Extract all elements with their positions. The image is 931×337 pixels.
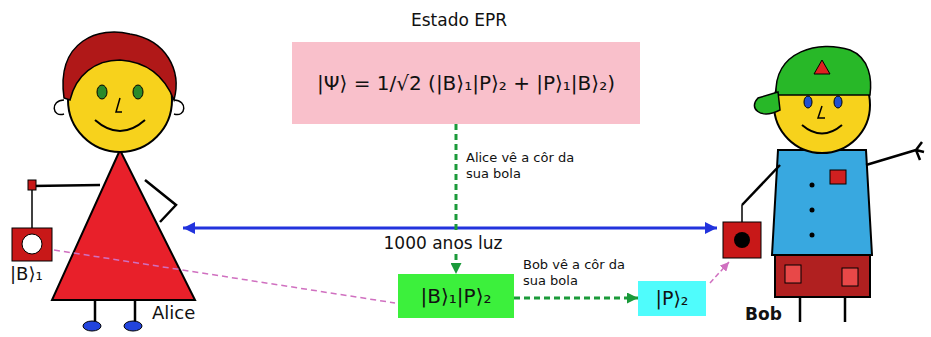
- person-name: Bob: [745, 304, 782, 324]
- bob-shorts: [775, 255, 870, 297]
- distance-arrow: [183, 227, 717, 230]
- bob-smile: [802, 125, 842, 134]
- alice-eye: [133, 85, 143, 99]
- bob-eye: [834, 96, 842, 108]
- alice-nose: [116, 98, 122, 112]
- person-name: Alice: [152, 302, 195, 324]
- bob-patch: [842, 268, 858, 286]
- black-ball: [734, 232, 750, 248]
- alice-eye: [97, 85, 107, 99]
- state-text: |P⟩₂: [656, 287, 689, 310]
- bob-arm: [866, 142, 924, 165]
- state-text: |B⟩₁|P⟩₂: [421, 284, 492, 308]
- bob-button: [810, 208, 815, 213]
- bob-cap-brim: [754, 92, 780, 114]
- bob-button: [810, 183, 815, 188]
- bob-pocket: [830, 170, 846, 184]
- white-ball: [22, 234, 42, 254]
- state-box: |B⟩₁|P⟩₂: [398, 274, 514, 318]
- bob-leg: [799, 297, 802, 322]
- alice-leg: [134, 300, 137, 322]
- leader-arrow: [710, 262, 729, 283]
- alice-leg: [94, 300, 97, 322]
- alice-foot: [83, 321, 101, 331]
- pendulum-box: [723, 222, 761, 258]
- edge-label: Bob vê a côr da sua bola: [521, 257, 637, 288]
- bob-eye: [804, 96, 812, 108]
- state-label: |B⟩₁: [10, 263, 43, 285]
- alice-foot: [124, 321, 142, 331]
- bob-leg: [844, 297, 847, 322]
- pendulum-tab: [28, 180, 36, 190]
- leader-line: [54, 250, 395, 303]
- edge-label: Alice vê a côr da sua bola: [464, 150, 582, 181]
- bob-nose: [818, 106, 825, 118]
- alice-smile: [95, 120, 145, 131]
- alice-arm: [145, 180, 176, 222]
- pendulum-string: [31, 186, 33, 228]
- alice-hair: [63, 32, 176, 100]
- diagram-title: Estado EPR: [411, 10, 507, 30]
- distance-label: 1000 anos luz: [380, 233, 507, 253]
- bob-shirt: [772, 150, 872, 255]
- alice-curl: [54, 100, 64, 115]
- bob-button: [810, 233, 815, 238]
- bob-arm: [742, 165, 780, 205]
- state-text: |Ψ⟩ = 1/√2 (|B⟩₁|P⟩₂ + |P⟩₁|B⟩₂): [317, 71, 615, 95]
- state-box: |Ψ⟩ = 1/√2 (|B⟩₁|P⟩₂ + |P⟩₁|B⟩₂): [292, 42, 640, 124]
- measurement-arrow: [514, 297, 638, 300]
- alice-curl: [174, 100, 184, 115]
- pendulum-box: [12, 228, 52, 261]
- state-box: |P⟩₂: [638, 281, 706, 316]
- bob-cap-badge: [814, 60, 830, 74]
- bob-cap: [776, 46, 871, 95]
- bob-patch: [785, 265, 801, 283]
- pendulum-string: [741, 205, 743, 222]
- alice-dress: [52, 150, 195, 300]
- alice-arm: [32, 185, 100, 186]
